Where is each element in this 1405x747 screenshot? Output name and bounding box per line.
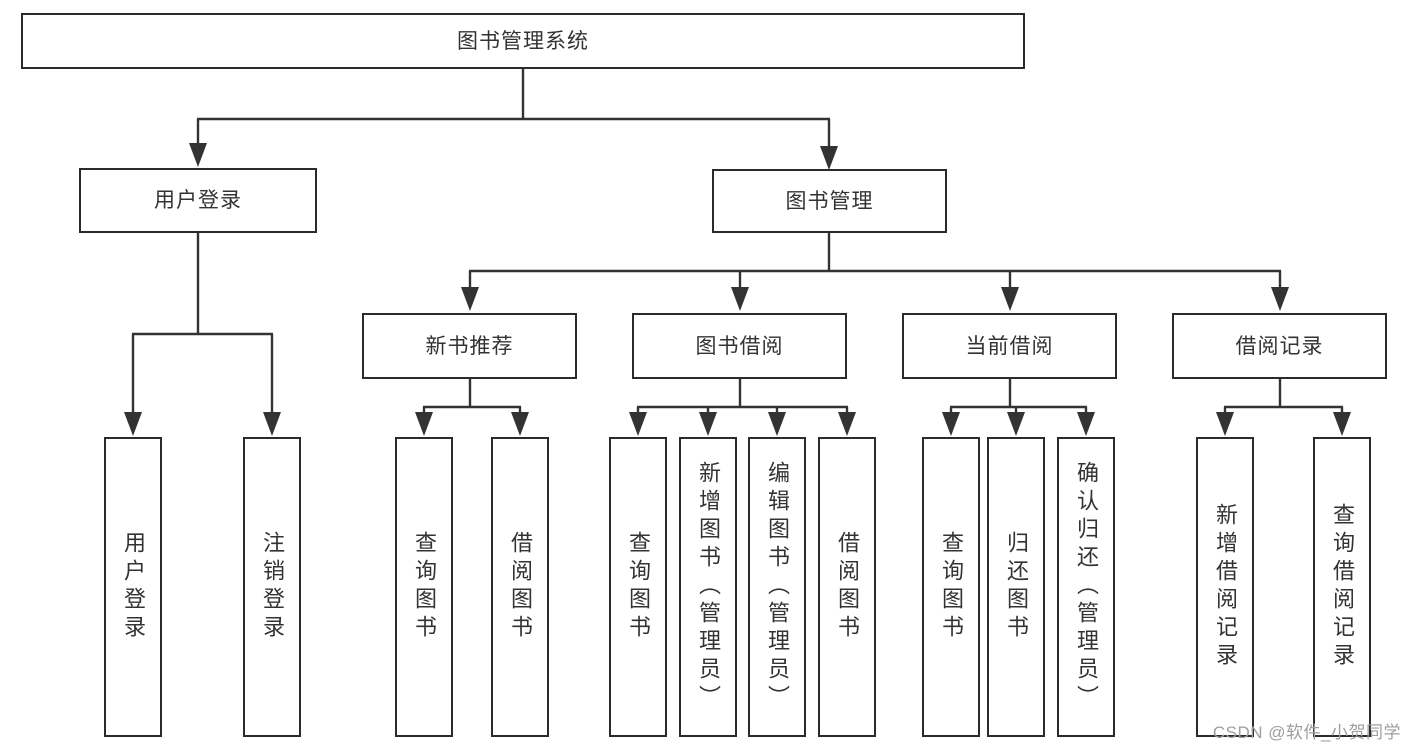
node-leaf-confirm-return-admin: 确认归还（管理员） [1057, 437, 1115, 737]
node-borrow-record: 借阅记录 [1172, 313, 1387, 379]
node-leaf-borrow-query-book: 查询图书 [609, 437, 667, 737]
node-leaf-add-book-admin: 新增图书（管理员） [679, 437, 737, 737]
connector-lines [131, 69, 1344, 414]
node-user-login: 用户登录 [79, 168, 317, 233]
csdn-watermark: CSDN @软件_小贺同学 [1212, 723, 1401, 742]
node-book-management: 图书管理 [712, 169, 947, 233]
node-leaf-newrec-borrow-book: 借阅图书 [491, 437, 549, 737]
node-leaf-newrec-query-book: 查询图书 [395, 437, 453, 737]
node-leaf-edit-book-admin: 编辑图书（管理员） [748, 437, 806, 737]
node-root: 图书管理系统 [21, 13, 1025, 69]
node-leaf-current-query-book: 查询图书 [922, 437, 980, 737]
node-leaf-user-login: 用户登录 [104, 437, 162, 737]
node-leaf-logout: 注销登录 [243, 437, 301, 737]
node-new-book-recommend: 新书推荐 [362, 313, 577, 379]
node-leaf-add-borrow-record: 新增借阅记录 [1196, 437, 1254, 737]
arrowhead-icons [124, 143, 1351, 436]
node-leaf-borrow-book: 借阅图书 [818, 437, 876, 737]
node-book-borrow: 图书借阅 [632, 313, 847, 379]
node-leaf-query-borrow-record: 查询借阅记录 [1313, 437, 1371, 737]
node-leaf-return-book: 归还图书 [987, 437, 1045, 737]
node-current-borrow: 当前借阅 [902, 313, 1117, 379]
